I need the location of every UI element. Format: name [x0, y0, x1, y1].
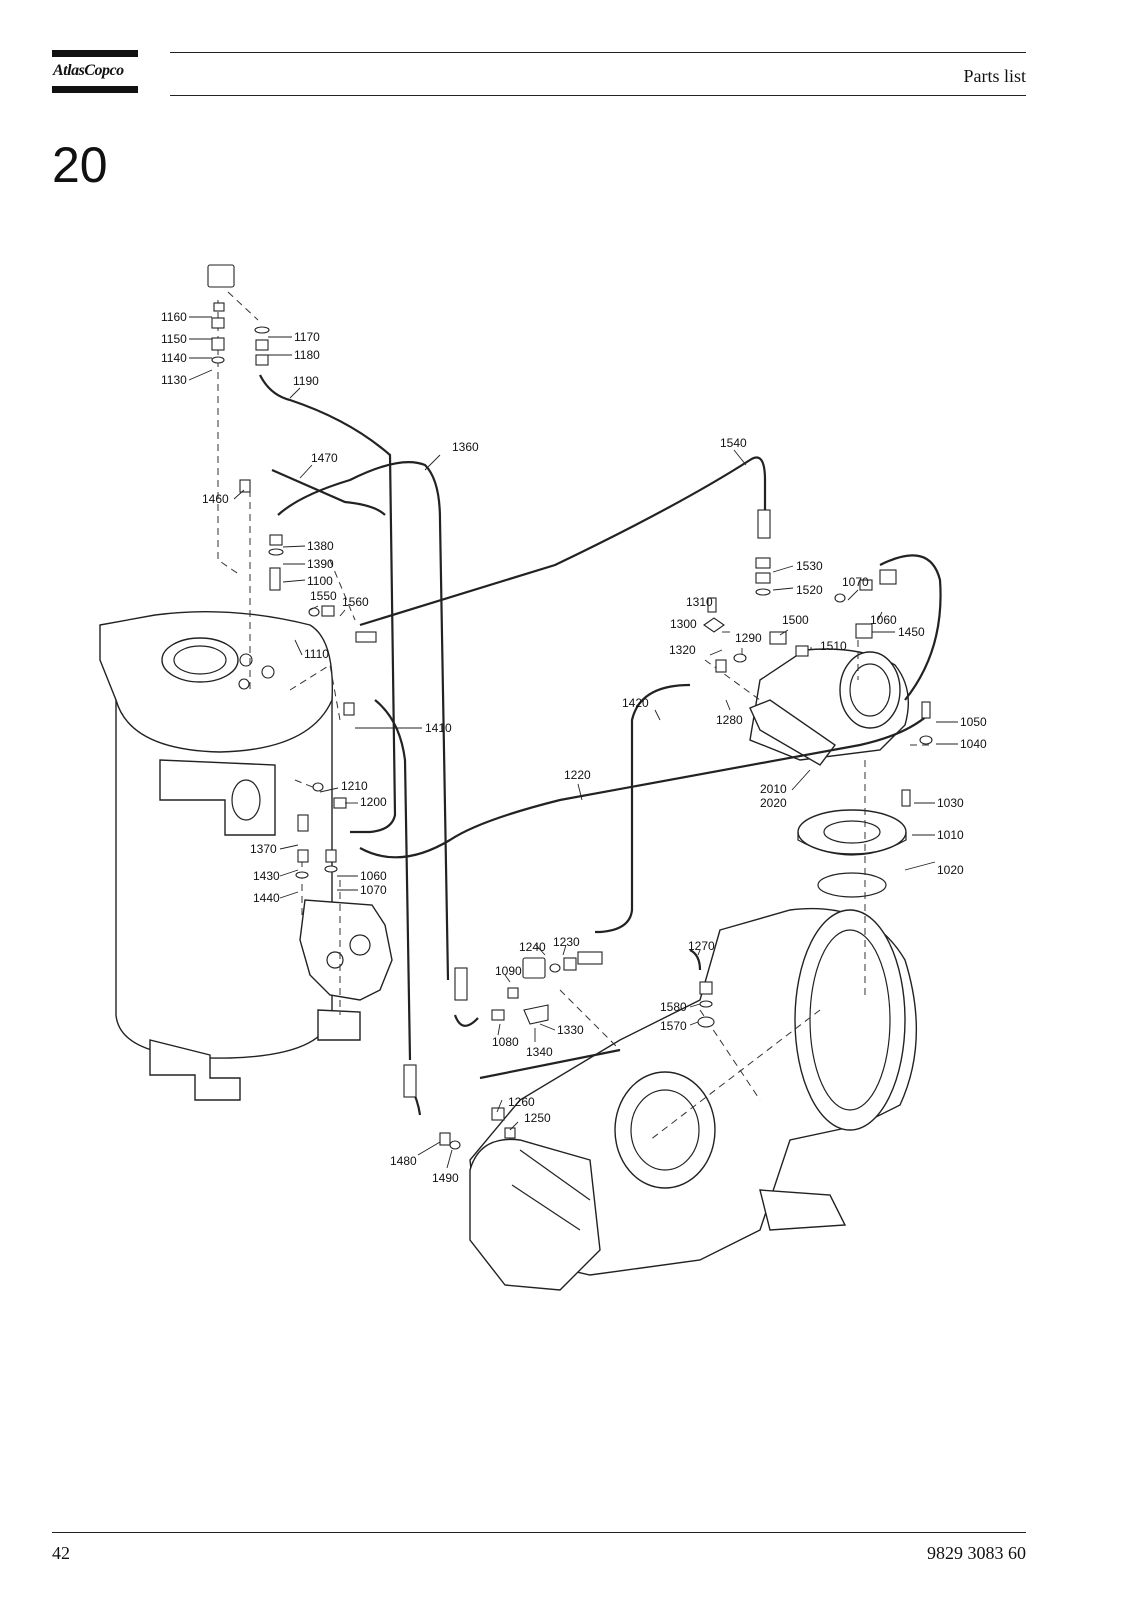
part-label-1530: 1530	[796, 559, 823, 573]
part-label-1050: 1050	[960, 715, 987, 729]
header-rule-top	[170, 52, 1026, 53]
logo-bar-bottom	[52, 86, 138, 93]
part-label-1200: 1200	[360, 795, 387, 809]
fittings	[207, 264, 933, 1150]
part-label-1210: 1210	[341, 779, 368, 793]
part-label-1500: 1500	[782, 613, 809, 627]
part-label-1320: 1320	[669, 643, 696, 657]
part-label-1090: 1090	[495, 964, 522, 978]
logo-bar-top	[52, 50, 138, 57]
compressor-element	[469, 907, 918, 1291]
part-label-1100: 1100	[307, 574, 333, 588]
part-label-1560: 1560	[342, 595, 369, 609]
part-label-1470: 1470	[311, 451, 338, 465]
part-label-1540: 1540	[720, 436, 747, 450]
header-rule-bottom	[170, 95, 1026, 96]
part-label-1340: 1340	[526, 1045, 553, 1059]
part-label-1370: 1370	[250, 842, 277, 856]
part-label-1490: 1490	[432, 1171, 459, 1185]
part-label-1030: 1030	[937, 796, 964, 810]
part-label-1110: 1110	[304, 647, 329, 661]
part-label-1080: 1080	[492, 1035, 519, 1049]
part-label-1240: 1240	[519, 940, 546, 954]
part-label-1330: 1330	[557, 1023, 584, 1037]
part-label-1390: 1390	[307, 557, 334, 571]
part-number-labels: 1160 1150 1140 1130 1170 1180 1190 1470 …	[161, 310, 987, 1185]
part-label-1450: 1450	[898, 625, 925, 639]
part-label-1270: 1270	[688, 939, 715, 953]
part-label-1170: 1170	[294, 330, 320, 344]
part-label-1460: 1460	[202, 492, 229, 506]
part-label-1040: 1040	[960, 737, 987, 751]
part-label-1130: 1130	[161, 373, 187, 387]
atlas-copco-logo: AtlasCopco	[52, 50, 138, 94]
part-label-1310: 1310	[686, 595, 713, 609]
part-label-1140: 1140	[161, 351, 187, 365]
part-label-1020: 1020	[937, 863, 964, 877]
part-label-1570: 1570	[660, 1019, 687, 1033]
part-label-1430: 1430	[253, 869, 280, 883]
filter-housing	[749, 648, 910, 766]
part-label-1440: 1440	[253, 891, 280, 905]
part-label-1230: 1230	[553, 935, 580, 949]
part-label-2010: 2010	[760, 782, 787, 796]
section-number: 20	[52, 137, 108, 193]
hoses	[259, 374, 942, 1116]
assembly-centerlines	[217, 291, 930, 1141]
part-label-1290: 1290	[735, 631, 762, 645]
leader-lines	[188, 316, 958, 1169]
part-label-1220: 1220	[564, 768, 591, 782]
part-label-1060-right: 1060	[870, 613, 897, 627]
part-label-2020: 2020	[760, 796, 787, 810]
section-title: Parts list	[963, 66, 1026, 86]
part-label-1300: 1300	[670, 617, 697, 631]
part-label-1160: 1160	[161, 310, 187, 324]
pressure-switch	[207, 264, 235, 288]
part-label-1520: 1520	[796, 583, 823, 597]
part-label-1510: 1510	[820, 639, 847, 653]
part-label-1550: 1550	[310, 589, 337, 603]
part-label-1250: 1250	[524, 1111, 551, 1125]
part-label-1010: 1010	[937, 828, 964, 842]
part-label-1580: 1580	[660, 1000, 687, 1014]
part-label-1260: 1260	[508, 1095, 535, 1109]
footer-rule	[52, 1532, 1026, 1533]
part-label-1070-left: 1070	[360, 883, 387, 897]
part-label-1380: 1380	[307, 539, 334, 553]
part-label-1060-left: 1060	[360, 869, 387, 883]
part-label-1420: 1420	[622, 696, 649, 710]
part-label-1190: 1190	[293, 374, 319, 388]
part-label-1180: 1180	[294, 348, 320, 362]
document-number: 9829 3083 60	[927, 1543, 1026, 1563]
part-label-1480: 1480	[390, 1154, 417, 1168]
page-number: 42	[52, 1543, 70, 1563]
part-label-1410: 1410	[425, 721, 452, 735]
part-label-1280: 1280	[716, 713, 743, 727]
flange-ring	[797, 809, 907, 898]
separator-vessel	[99, 610, 393, 1101]
part-label-1360: 1360	[452, 440, 479, 454]
part-label-1070-right: 1070	[842, 575, 869, 589]
part-label-1150: 1150	[161, 332, 187, 346]
logo-wordmark: AtlasCopco	[53, 62, 124, 79]
solenoid-valve	[522, 957, 546, 979]
